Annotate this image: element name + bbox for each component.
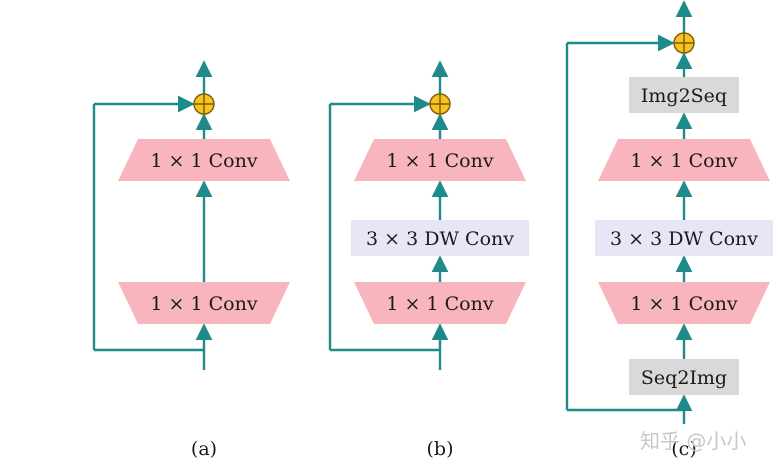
block-label: 3 × 3 DW Conv (610, 228, 758, 250)
connector-lines (92, 0, 693, 424)
conv-trapezoid-shape (118, 139, 290, 181)
dw-rect-shape (351, 220, 529, 256)
block-label: 1 × 1 Conv (630, 293, 737, 315)
conv-trapezoid-shape (118, 282, 290, 324)
block-label: 1 × 1 Conv (386, 293, 493, 315)
block-label: Img2Seq (641, 85, 727, 107)
block-label: 1 × 1 Conv (150, 150, 257, 172)
block-conv-1-0: 1 × 1 Conv (354, 139, 526, 181)
conv-trapezoid-shape (354, 282, 526, 324)
block-conv-inv-2-3: 1 × 1 Conv (598, 282, 770, 324)
caption-0: (a) (191, 438, 217, 460)
block-conv-2-1: 1 × 1 Conv (598, 139, 770, 181)
block-dw-1-1: 3 × 3 DW Conv (351, 220, 529, 256)
adders-layer (193, 32, 695, 115)
block-conv-inv-0-1: 1 × 1 Conv (118, 282, 290, 324)
block-conv-inv-1-2: 1 × 1 Conv (354, 282, 526, 324)
block-seq-2-4: Seq2Img (629, 359, 739, 395)
dw-rect-shape (595, 220, 773, 256)
block-dw-2-2: 3 × 3 DW Conv (595, 220, 773, 256)
block-conv-0-0: 1 × 1 Conv (118, 139, 290, 181)
seq-rect-shape (629, 359, 739, 395)
block-label: 1 × 1 Conv (630, 150, 737, 172)
blocks-layer: 1 × 1 Conv 1 × 1 Conv 1 × 1 Conv 3 × 3 DW C… (118, 77, 773, 395)
caption-2: (c) (671, 438, 696, 460)
block-label: 3 × 3 DW Conv (366, 228, 514, 250)
conv-trapezoid-shape (598, 282, 770, 324)
circle-plus-icon (673, 32, 695, 54)
conv-trapezoid-shape (354, 139, 526, 181)
block-label: Seq2Img (641, 367, 727, 389)
conv-trapezoid-shape (598, 139, 770, 181)
block-label: 1 × 1 Conv (150, 293, 257, 315)
caption-1: (b) (427, 438, 454, 460)
circle-plus-icon (193, 93, 215, 115)
circle-plus-icon (429, 93, 451, 115)
seq-rect-shape (629, 77, 739, 113)
captions-layer: (a) (b) (c) (191, 438, 697, 460)
block-seq-2-0: Img2Seq (629, 77, 739, 113)
watermark-text: 知乎 @小小 (640, 429, 746, 453)
block-label: 1 × 1 Conv (386, 150, 493, 172)
